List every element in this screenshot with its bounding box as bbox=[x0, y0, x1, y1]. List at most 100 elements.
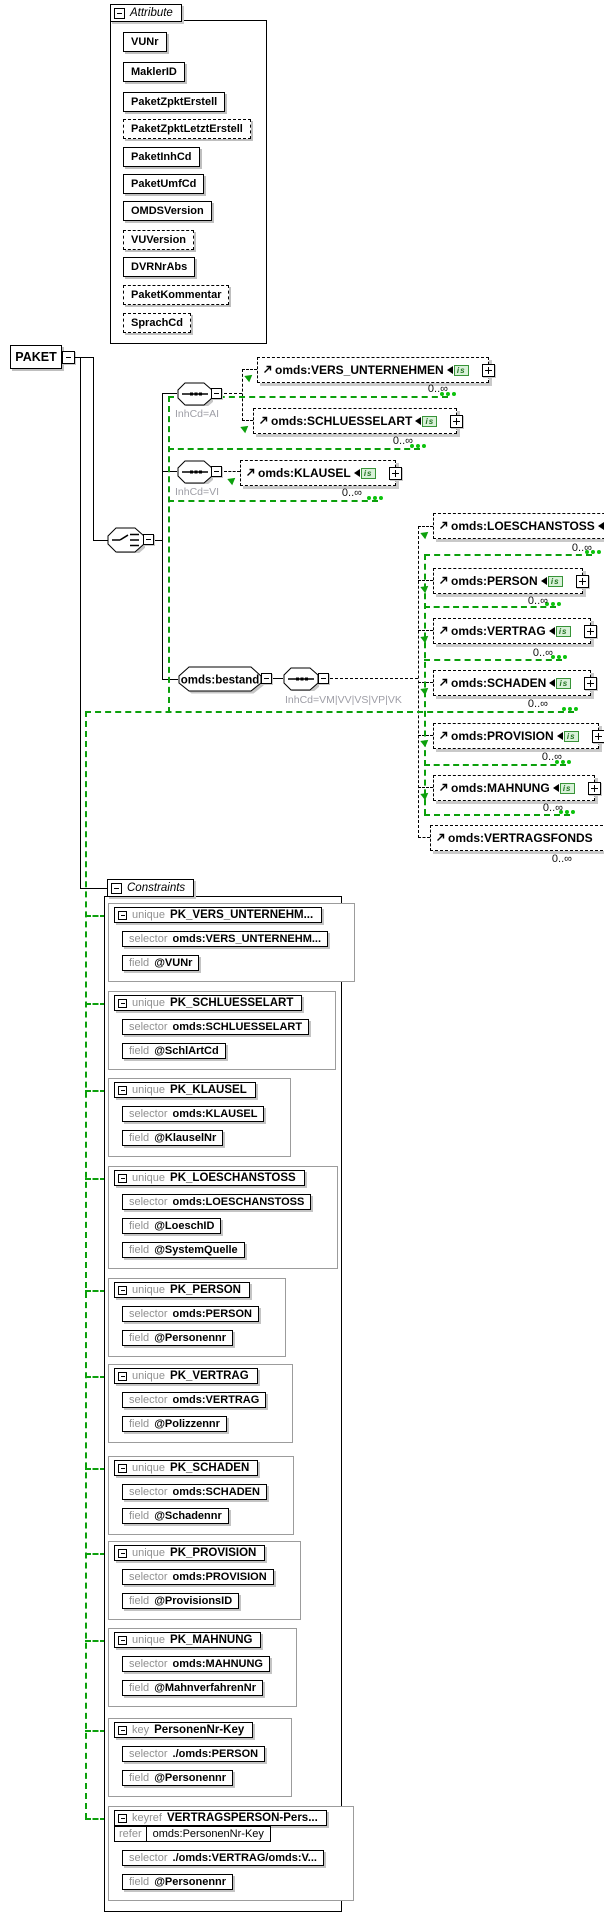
attribute-paketzpkterstell[interactable]: PaketZpktErstell bbox=[123, 92, 226, 112]
svg-text:omds:bestand: omds:bestand bbox=[181, 675, 260, 687]
constraint-kind: unique bbox=[132, 1547, 166, 1559]
expand-icon[interactable] bbox=[450, 415, 464, 428]
collapse-icon[interactable] bbox=[118, 998, 127, 1008]
collapse-icon[interactable] bbox=[143, 534, 154, 545]
attribute-omdsversion[interactable]: OMDSVersion bbox=[123, 201, 212, 221]
constraint-field[interactable]: field@LoeschID bbox=[122, 1218, 222, 1234]
constraint-selector[interactable]: selector./omds:PERSON bbox=[122, 1746, 266, 1762]
constraints-group-tab[interactable]: Constraints bbox=[107, 879, 195, 897]
collapse-icon[interactable] bbox=[118, 1285, 127, 1295]
attribute-maklerid[interactable]: MaklerID bbox=[123, 62, 185, 82]
collapse-icon[interactable] bbox=[261, 673, 272, 684]
element-omds-bestand[interactable]: omds:bestand bbox=[178, 666, 266, 699]
constraint-field[interactable]: field@SystemQuelle bbox=[122, 1242, 245, 1258]
collapse-icon[interactable] bbox=[211, 466, 222, 477]
constraint-field[interactable]: field@Polizzennr bbox=[122, 1416, 227, 1432]
constraint-field[interactable]: field@SchlArtCd bbox=[122, 1043, 226, 1059]
collapse-icon[interactable] bbox=[318, 673, 329, 684]
constraint-field[interactable]: field@VUNr bbox=[122, 955, 200, 971]
expand-icon[interactable] bbox=[584, 677, 598, 690]
attribute-paketzpktletzterstell[interactable]: PaketZpktLetztErstell bbox=[123, 119, 251, 139]
collapse-icon[interactable] bbox=[118, 1635, 127, 1645]
expand-icon[interactable] bbox=[583, 625, 597, 638]
element-paket[interactable]: PAKET bbox=[10, 345, 62, 369]
connector-line bbox=[154, 540, 163, 541]
element-omds-schaden[interactable]: omds:SCHADEN is bbox=[433, 670, 598, 696]
constraint-field[interactable]: field@Personennr bbox=[122, 1330, 234, 1346]
collapse-icon[interactable] bbox=[114, 7, 125, 19]
element-omds-person[interactable]: omds:PERSON is bbox=[433, 568, 589, 594]
element-omds-mahnung[interactable]: omds:MAHNUNG is bbox=[433, 775, 601, 801]
collapse-icon[interactable] bbox=[118, 1085, 127, 1095]
collapse-icon[interactable] bbox=[211, 388, 222, 399]
collapse-icon[interactable] bbox=[111, 882, 122, 894]
field-label: field bbox=[129, 1682, 150, 1694]
attribute-sprachcd[interactable]: SprachCd bbox=[123, 313, 191, 333]
element-omds-provision[interactable]: omds:PROVISION is bbox=[433, 723, 604, 749]
expand-icon[interactable] bbox=[591, 730, 604, 743]
collapse-icon[interactable] bbox=[118, 910, 127, 920]
constraint-field[interactable]: field@Schadennr bbox=[122, 1508, 229, 1524]
element-omds-vers-unternehmen[interactable]: omds:VERS_UNTERNEHMEN is bbox=[257, 357, 495, 383]
constraint-selector[interactable]: selector./omds:VERTRAG/omds:V... bbox=[122, 1850, 324, 1866]
constraint-kind: unique bbox=[132, 1634, 166, 1646]
selector-line-dots bbox=[367, 496, 383, 500]
attribute-vuversion[interactable]: VUVersion bbox=[123, 230, 195, 250]
constraint-field[interactable]: field@MahnverfahrenNr bbox=[122, 1680, 263, 1696]
constraint-field[interactable]: field@KlauselNr bbox=[122, 1130, 224, 1146]
collapse-icon[interactable] bbox=[118, 1371, 127, 1381]
attribute-group-tab[interactable]: Attribute bbox=[110, 4, 182, 22]
selector-value: omds:PROVISION bbox=[172, 1571, 267, 1583]
sequence-compositor-icon bbox=[283, 667, 321, 696]
element-omds-vertragsfonds[interactable]: omds:VERTRAGSFONDS bbox=[430, 825, 604, 851]
global-ref-arrow-icon bbox=[439, 574, 448, 588]
attribute-paketkommentar[interactable]: PaketKommentar bbox=[123, 285, 230, 305]
element-omds-klausel[interactable]: omds:KLAUSEL is bbox=[240, 460, 402, 486]
expand-icon[interactable] bbox=[575, 575, 589, 588]
collapse-icon[interactable] bbox=[118, 1813, 127, 1823]
collapse-icon[interactable] bbox=[118, 1173, 127, 1183]
expand-icon[interactable] bbox=[481, 364, 495, 377]
identity-constraint-icon: is bbox=[556, 730, 579, 742]
constraint-field[interactable]: field@ProvisionsID bbox=[122, 1593, 240, 1609]
element-omds-schluesselart[interactable]: omds:SCHLUESSELART is bbox=[253, 408, 464, 434]
collapse-icon[interactable] bbox=[118, 1548, 127, 1558]
element-omds-loeschanstoss[interactable]: omds:LOESCHANSTOSS is bbox=[433, 513, 604, 539]
collapse-icon[interactable] bbox=[118, 1463, 127, 1473]
occurrence-label: 0..∞ bbox=[551, 853, 572, 865]
attribute-dvrnrabs[interactable]: DVRNrAbs bbox=[123, 257, 196, 277]
attribute-paketinhcd[interactable]: PaketInhCd bbox=[123, 147, 200, 167]
expand-icon[interactable] bbox=[388, 467, 402, 480]
attribute-paketumfcd[interactable]: PaketUmfCd bbox=[123, 174, 205, 194]
collapse-icon[interactable] bbox=[62, 351, 75, 364]
constraint-field[interactable]: field@Personennr bbox=[122, 1874, 234, 1890]
constraint-field[interactable]: field@Personennr bbox=[122, 1770, 234, 1786]
constraint-stub-line bbox=[85, 1818, 106, 1820]
collapse-icon[interactable] bbox=[118, 1725, 127, 1735]
attribute-vunr[interactable]: VUNr bbox=[123, 32, 167, 52]
element-omds-vertrag[interactable]: omds:VERTRAG is bbox=[433, 618, 597, 644]
expand-icon[interactable] bbox=[587, 782, 601, 795]
